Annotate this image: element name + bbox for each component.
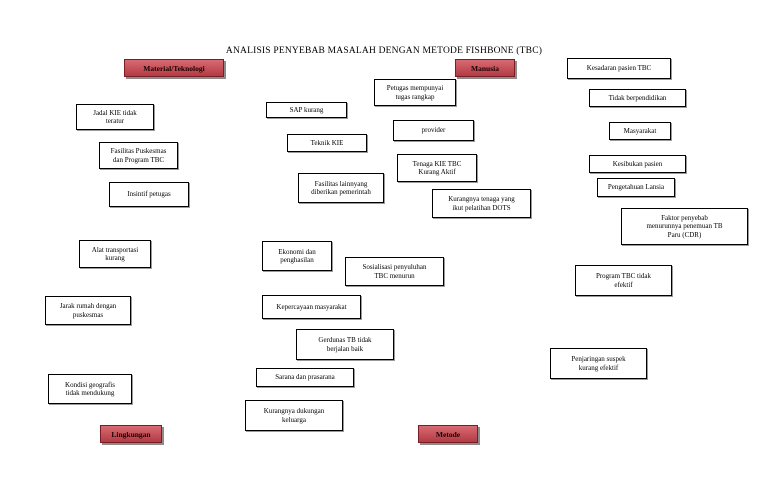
cause-kesadaran-pasien: Kesadaran pasien TBC <box>567 58 671 79</box>
cause-tugas-rangkap: Petugas mempunyai tugas rangkap <box>374 79 456 106</box>
category-lingkungan: Lingkungan <box>100 425 162 443</box>
cause-alat-transportasi: Alat transportasi kurang <box>79 240 151 268</box>
cause-gerdunas-tb: Gerdunas TB tidak berjalan baik <box>296 329 394 360</box>
page-title: ANALISIS PENYEBAB MASALAH DENGAN METODE … <box>225 46 543 56</box>
cause-program-tbc: Program TBC tidak efektif <box>575 265 672 296</box>
category-material-teknologi: Material/Teknologi <box>124 59 224 77</box>
cause-ekonomi: Ekonomi dan penghasilan <box>262 241 332 271</box>
category-manusia: Manusia <box>455 59 515 77</box>
cause-sosialisasi-penyuluhan: Sosialisasi penyuluhan TBC menurun <box>345 257 444 286</box>
cause-jadwal-kie: Jadal KIE tidak teratur <box>76 104 154 130</box>
cause-fasilitas-puskesmas: Fasilitas Puskesmas dan Program TBC <box>99 142 178 169</box>
cause-teknik-kie: Teknik KIE <box>287 134 367 152</box>
cause-kesibukan-pasien: Kesibukan pasien <box>589 155 686 173</box>
cause-insentif-petugas: Insintif petugas <box>109 182 189 207</box>
cause-tenaga-kie: Tenaga KIE TBC Kurang Aktif <box>397 154 477 182</box>
cause-fasilitas-pemerintah: Fasilitas lainnyang diberikan pemerintah <box>298 173 384 203</box>
cause-sarana-prasarana: Sarana dan prasarana <box>256 368 354 387</box>
cause-penjaringan-suspek: Penjaringan suspek kurang efektif <box>550 348 647 379</box>
cause-jarak-rumah: Jarak rumah dengan puskesmas <box>45 296 131 325</box>
cause-provider: provider <box>393 120 474 141</box>
cause-pengetahuan-lansia: Pengetahuan Lansia <box>597 178 675 197</box>
category-metode: Metode <box>418 425 478 443</box>
cause-tidak-berpendidikan: Tidak berpendidikan <box>589 89 686 107</box>
cause-kondisi-geografis: Kondisi geografis tidak mendukung <box>48 374 132 404</box>
effect-cdr-menurun: Faktor penyebab menurunnya penemuan TB P… <box>621 208 748 245</box>
cause-dukungan-keluarga: Kurangnya dukungan keluarga <box>245 400 343 431</box>
cause-sap-kurang: SAP kurang <box>266 102 347 118</box>
cause-kepercayaan-masyarakat: Kepercayaan masyarakat <box>262 295 361 319</box>
cause-masyarakat: Masyarakat <box>609 122 671 140</box>
cause-pelatihan-dots: Kurangnya tenaga yang ikut pelatihan DOT… <box>432 189 531 218</box>
